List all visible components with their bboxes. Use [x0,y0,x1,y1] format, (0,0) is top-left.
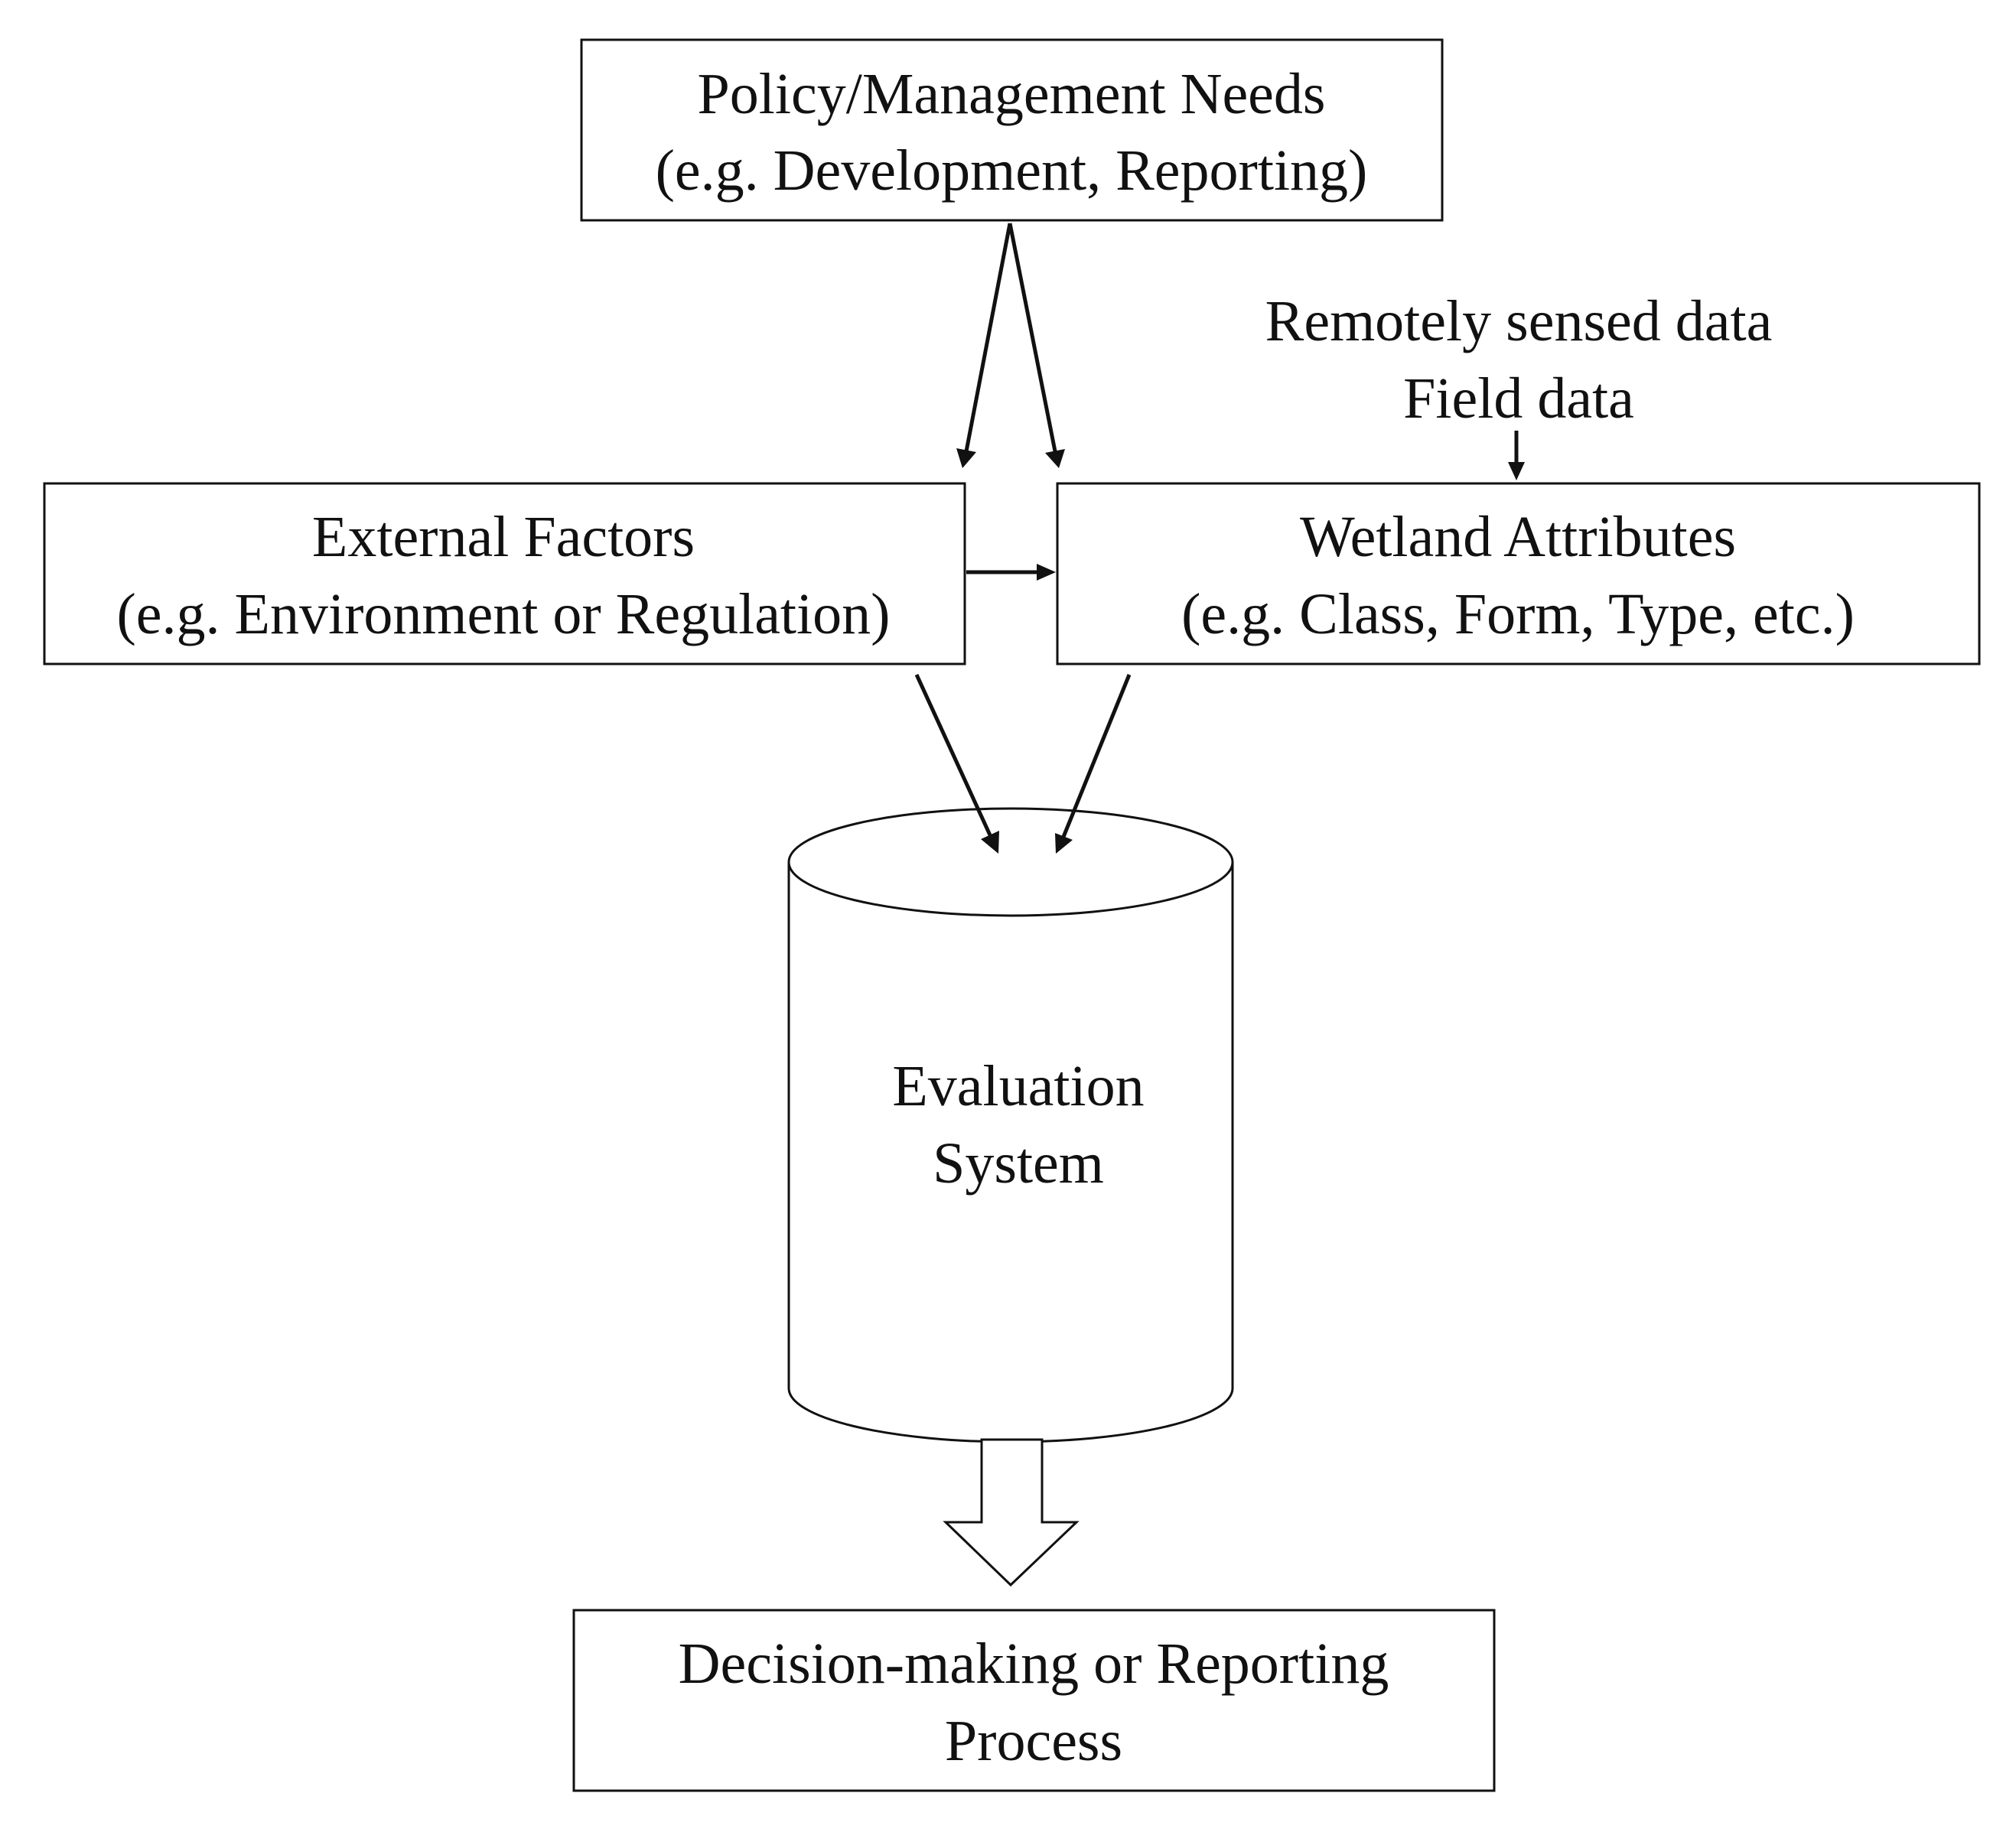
wetland-attributes-title: Wetland Attributes [1300,505,1736,569]
decision-box [572,1609,1496,1792]
external-factors-title: External Factors [312,505,695,569]
wetland-attributes-node: Wetland Attributes (e.g. Class, Form, Ty… [1056,482,1981,665]
arrow-policy-to-external [956,223,1012,468]
decision-title: Decision-making or Reporting [679,1632,1389,1696]
field-data-text: Field data [1403,366,1634,431]
wetland-attributes-box [1056,482,1981,665]
evaluation-title: Evaluation [892,1054,1144,1118]
policy-node: Policy/Management Needs (e.g. Developmen… [580,38,1444,222]
arrow-external-to-evaluation [914,673,999,854]
external-factors-node: External Factors (e.g. Environment or Re… [43,482,966,665]
remote-sensing-text: Remotely sensed data [1265,289,1773,353]
policy-title: Policy/Management Needs [697,62,1325,126]
arrow-wetland-to-evaluation [1055,674,1132,854]
decision-node: Decision-making or Reporting Process [572,1609,1496,1792]
decision-subtitle: Process [945,1709,1122,1773]
wetland-attributes-subtitle: (e.g. Class, Form, Type, etc.) [1181,582,1855,646]
arrow-data-to-wetland [1508,431,1525,480]
evaluation-subtitle: System [933,1131,1104,1196]
policy-box [580,38,1444,222]
external-factors-box [43,482,966,665]
arrow-external-to-wetland [966,564,1056,581]
evaluation-cylinder-top [787,807,1234,917]
data-sources-label: Remotely sensed data Field data [1265,289,1773,431]
evaluation-system-node: Evaluation System [787,807,1234,1443]
policy-subtitle: (e.g. Development, Reporting) [656,138,1368,203]
arrow-evaluation-to-decision [943,1438,1080,1587]
external-factors-subtitle: (e.g. Environment or Regulation) [117,582,891,646]
arrow-policy-to-wetland [1008,223,1065,468]
